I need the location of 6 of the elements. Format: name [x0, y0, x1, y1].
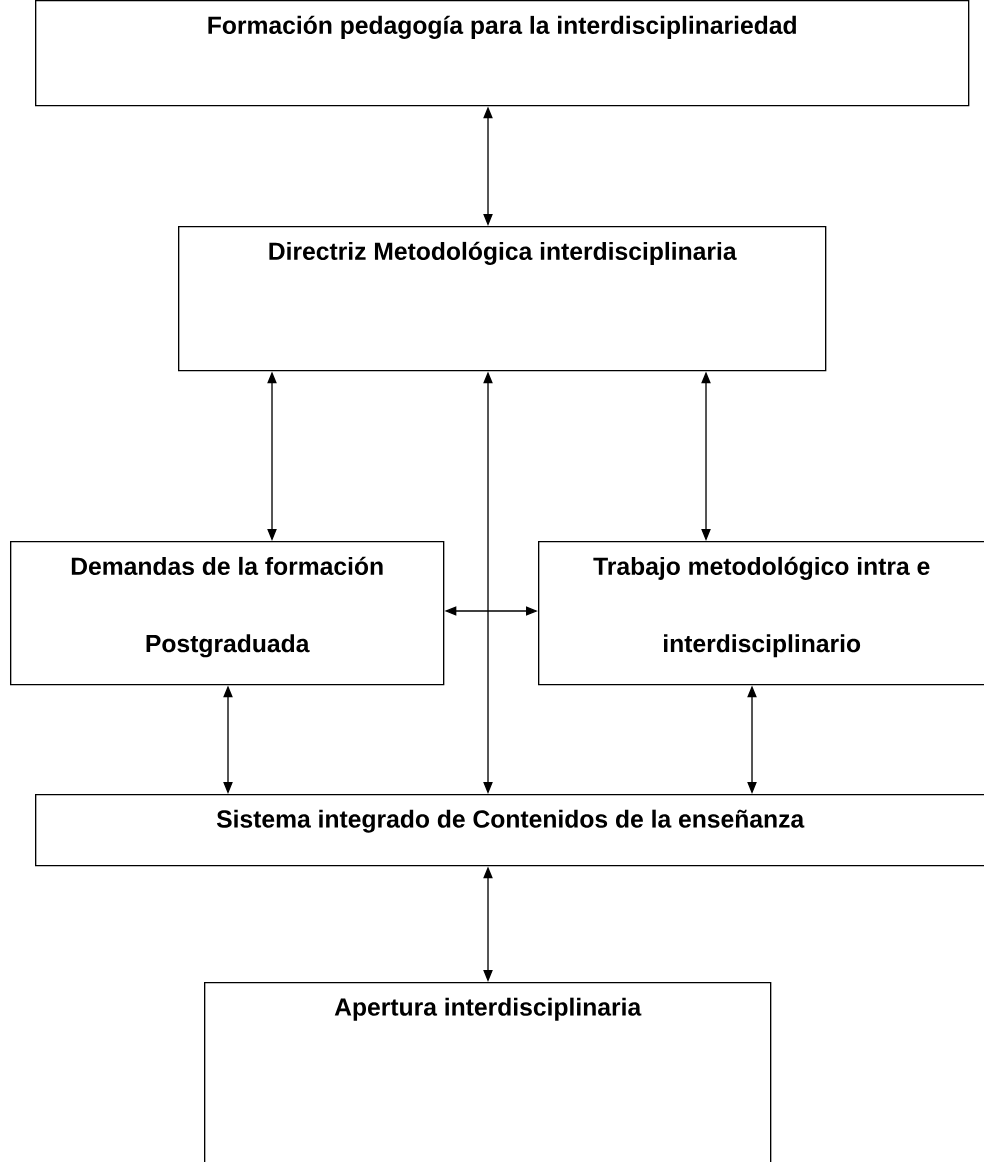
process-box: Directriz Metodológica interdisciplinaria — [178, 226, 827, 372]
process-box: Formación pedagogía para la interdisciplinariedad — [35, 0, 970, 107]
process-box: Demandas de la formación Postgraduada — [10, 541, 445, 686]
process-box: Apertura interdisciplinaria — [204, 982, 772, 1162]
process-box: Sistema integrado de Contenidos de la enseñanza — [35, 794, 984, 867]
process-box: Trabajo metodológico intra e interdisciplinario — [538, 541, 984, 686]
